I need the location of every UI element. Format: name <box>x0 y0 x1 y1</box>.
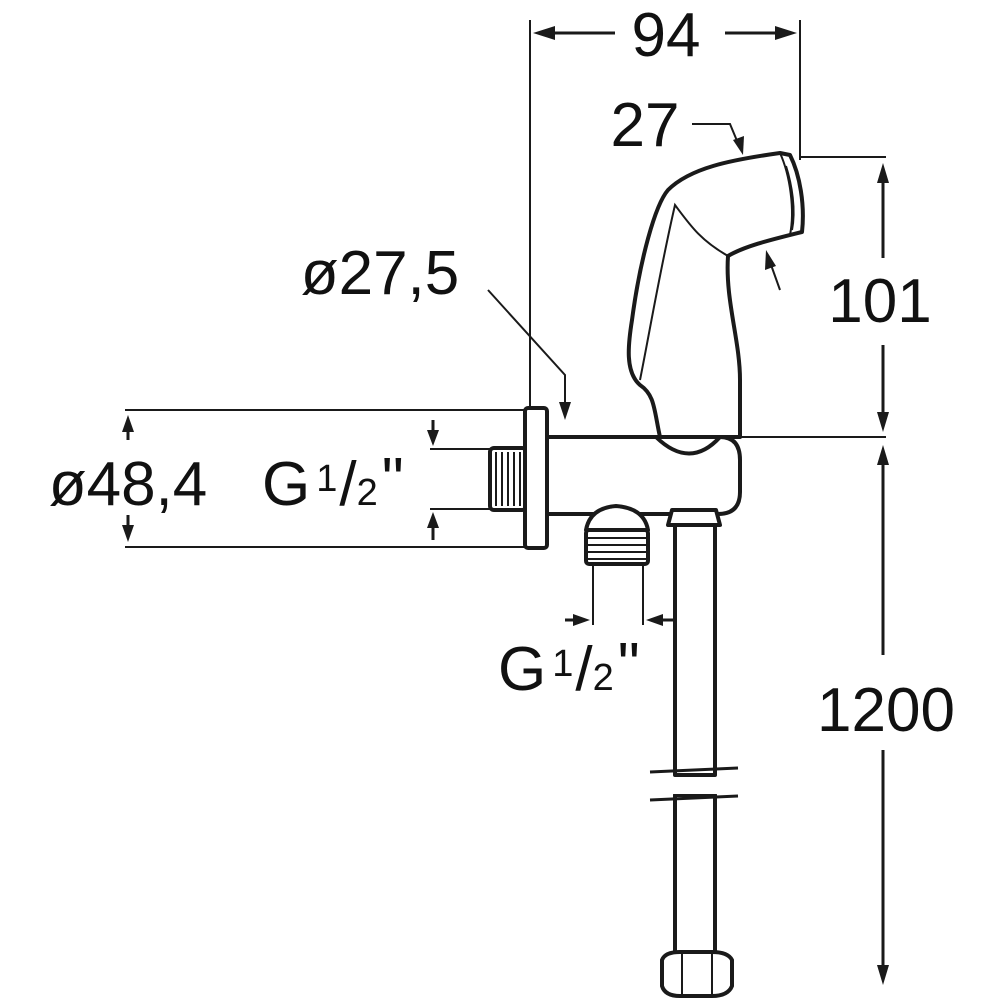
dimension-hose-length: 1200 <box>817 445 955 985</box>
dimension-label-1200: 1200 <box>817 676 955 745</box>
dimension-outlet-diameter: ø27,5 <box>301 239 571 420</box>
hose <box>649 508 739 998</box>
dimension-label-101: 101 <box>828 267 931 336</box>
dimension-label-27: 27 <box>611 91 680 160</box>
dimension-overall-width: 94 <box>529 1 801 410</box>
lower-outlet-fitting <box>584 504 650 566</box>
dimension-label-diameter-27-5: ø27,5 <box>301 239 460 308</box>
wall-elbow <box>488 406 742 550</box>
dimension-label-diameter-48-4: ø48,4 <box>49 450 208 519</box>
spray-handset <box>626 151 805 439</box>
dimension-spray-head-width: 27 <box>611 91 781 291</box>
dimension-label-94: 94 <box>632 1 701 70</box>
dimension-spray-head-height: 101 <box>740 156 932 438</box>
